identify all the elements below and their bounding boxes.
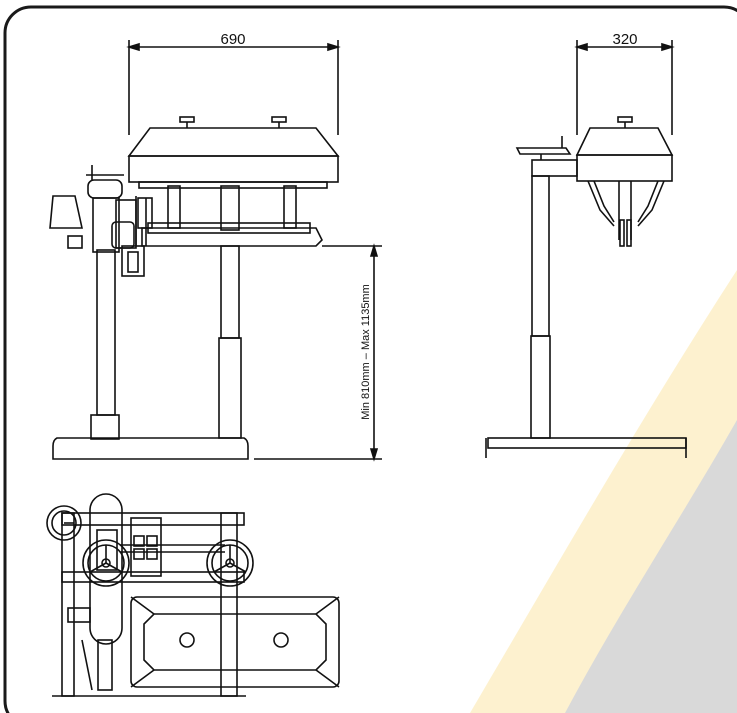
top-view [46,493,340,697]
front-view [49,40,382,462]
side-width-label: 320 [612,31,637,48]
drawing-frame [3,5,737,713]
side-view [485,40,687,458]
front-width-label: 690 [220,31,245,48]
height-range-label: Min 810mm – Max 1135mm [360,284,372,420]
background-swoosh [470,270,737,713]
